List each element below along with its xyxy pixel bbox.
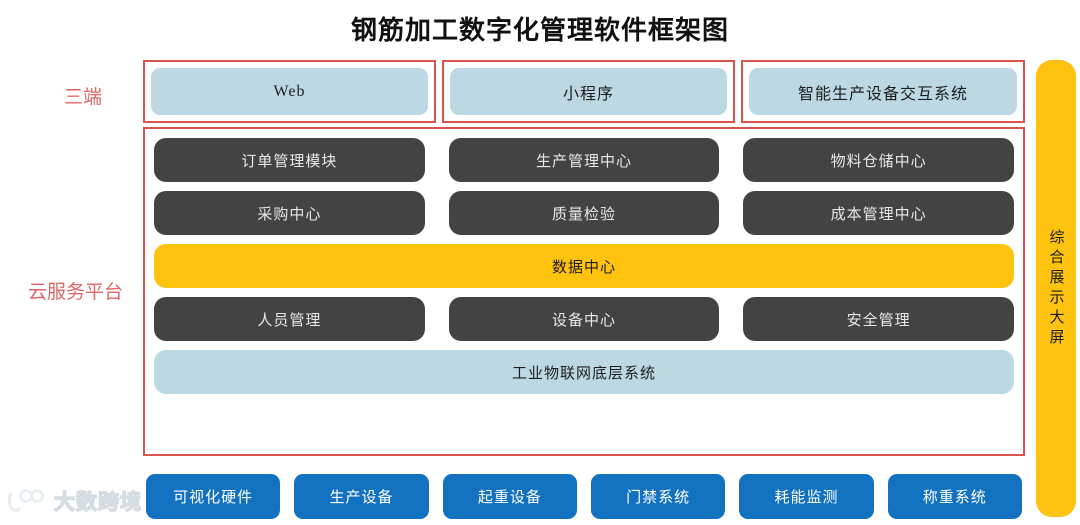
- hardware-tier: 可视化硬件 生产设备 起重设备 门禁系统 耗能监测 称重系统: [146, 474, 1022, 519]
- dashukuajing-logo-icon: [7, 489, 44, 513]
- module-row-2: 采购中心 质量检验 成本管理中心: [154, 191, 1015, 235]
- page-title: 钢筋加工数字化管理软件框架图: [350, 15, 729, 45]
- module-equipment-center[interactable]: 设备中心: [448, 297, 720, 341]
- watermark-text: 大数跨境: [53, 490, 142, 514]
- module-data-center[interactable]: 数据中心: [154, 244, 1014, 288]
- module-material-warehouse[interactable]: 物料仓储中心: [743, 138, 1015, 182]
- terminal-cell-miniprogram[interactable]: 小程序: [442, 60, 735, 123]
- side-label-cloud-platform: 云服务平台: [27, 282, 123, 303]
- module-iot-base-system[interactable]: 工业物联网底层系统: [154, 350, 1014, 394]
- hardware-visualization[interactable]: 可视化硬件: [146, 474, 281, 519]
- hardware-weighing-system[interactable]: 称重系统: [887, 474, 1022, 519]
- module-quality-inspection[interactable]: 质量检验: [448, 191, 720, 235]
- module-cost-management[interactable]: 成本管理中心: [743, 191, 1015, 235]
- terminals-tier: Web 小程序 智能生产设备交互系统: [143, 60, 1025, 123]
- module-order-management[interactable]: 订单管理模块: [154, 138, 425, 182]
- terminal-label-smart-equipment[interactable]: 智能生产设备交互系统: [749, 68, 1017, 115]
- module-row-1: 订单管理模块 生产管理中心 物料仓储中心: [154, 138, 1015, 182]
- terminal-cell-smart-equipment[interactable]: 智能生产设备交互系统: [741, 60, 1025, 123]
- display-screen-bar[interactable]: 综合展示大屏: [1036, 60, 1076, 517]
- module-row-3: 人员管理 设备中心 安全管理: [154, 297, 1015, 341]
- terminal-label-miniprogram[interactable]: 小程序: [450, 68, 727, 115]
- cloud-platform-tier: 订单管理模块 生产管理中心 物料仓储中心 采购中心 质量检验 成本管理中心 数据…: [143, 127, 1025, 456]
- module-safety-management[interactable]: 安全管理: [743, 297, 1015, 341]
- module-production-management[interactable]: 生产管理中心: [448, 138, 720, 182]
- watermark: 大数跨境: [6, 484, 142, 518]
- hardware-energy-monitoring[interactable]: 耗能监测: [739, 474, 874, 519]
- module-personnel-management[interactable]: 人员管理: [154, 297, 425, 341]
- terminal-label-web[interactable]: Web: [151, 68, 428, 115]
- hardware-lifting-equipment[interactable]: 起重设备: [442, 474, 577, 519]
- hardware-access-control[interactable]: 门禁系统: [590, 474, 726, 519]
- terminal-cell-web[interactable]: Web: [143, 60, 436, 123]
- side-label-terminals: 三端: [63, 87, 102, 108]
- module-procurement-center[interactable]: 采购中心: [154, 191, 425, 235]
- hardware-production-equipment[interactable]: 生产设备: [294, 474, 429, 519]
- display-screen-label: 综合展示大屏: [1047, 228, 1064, 349]
